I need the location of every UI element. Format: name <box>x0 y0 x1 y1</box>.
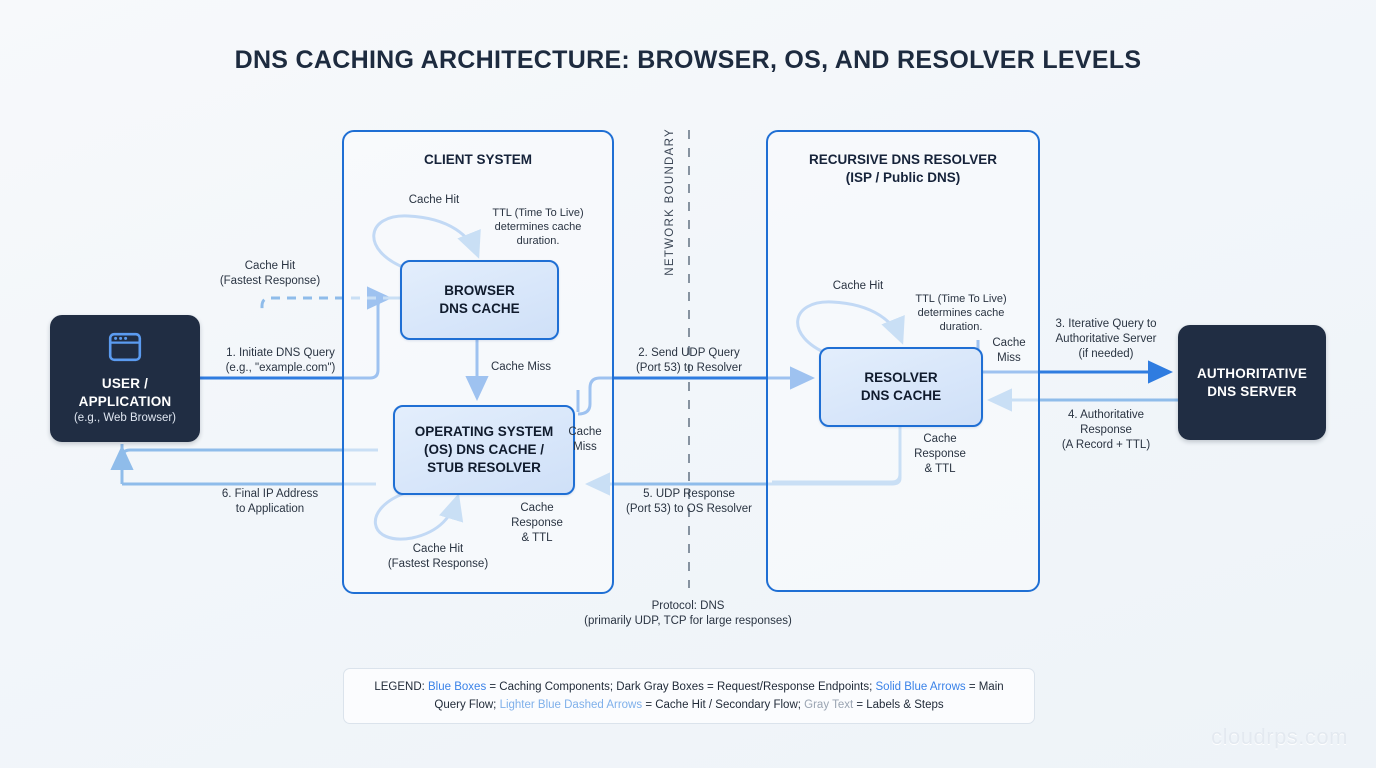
user-box-line2: APPLICATION <box>78 393 172 409</box>
label-step4: 4. Authoritative Response (A Record + TT… <box>1061 409 1151 451</box>
user-box-sub: (e.g., Web Browser) <box>73 411 177 424</box>
label-step5: 5. UDP Response (Port 53) to OS Resolver <box>626 488 752 515</box>
client-system-group: CLIENT SYSTEM <box>342 130 614 594</box>
resolver-dns-cache-node[interactable]: RESOLVER DNS CACHE <box>819 347 983 427</box>
os-dns-cache-node[interactable]: OPERATING SYSTEM (OS) DNS CACHE / STUB R… <box>393 405 575 495</box>
label-resolver-cache-response: Cache Response & TTL <box>914 433 966 475</box>
label-user-cache-hit: Cache Hit (Fastest Response) <box>219 260 321 287</box>
label-resolver-cache-miss: Cache Miss <box>992 337 1026 364</box>
browser-cache-line1: BROWSER <box>444 283 515 298</box>
legend-gray-text: Gray Text <box>804 699 854 711</box>
resolver-group-title-line1: RECURSIVE DNS RESOLVER <box>808 152 998 167</box>
label-os-cache-response: Cache Response & TTL <box>511 502 563 544</box>
authoritative-line1: AUTHORITATIVE <box>1196 365 1308 381</box>
resolver-cache-line2: DNS CACHE <box>860 388 942 403</box>
browser-cache-line2: DNS CACHE <box>439 301 520 316</box>
label-protocol: Protocol: DNS (primarily UDP, TCP for la… <box>584 600 792 627</box>
resolver-cache-line1: RESOLVER <box>864 370 938 385</box>
legend-dashed-arrows: Lighter Blue Dashed Arrows <box>499 699 643 711</box>
os-cache-line3: STUB RESOLVER <box>427 460 541 475</box>
label-browser-cache-miss: Cache Miss <box>490 361 552 373</box>
network-boundary-label: NETWORK BOUNDARY <box>664 128 676 276</box>
label-browser-ttl: TTL (Time To Live) determines cache dura… <box>492 207 584 247</box>
legend-p2-rest: = Main Query Flow; <box>434 681 1004 711</box>
authoritative-dns-server-box[interactable]: AUTHORITATIVE DNS SERVER <box>1178 325 1326 440</box>
legend-p4-rest: = Labels & Steps <box>853 699 944 711</box>
legend-solid-blue-arrows: Solid Blue Arrows <box>875 681 966 693</box>
client-system-title: CLIENT SYSTEM <box>423 152 532 167</box>
arrow-step6-path <box>120 444 378 459</box>
label-resolver-ttl: TTL (Time To Live) determines cache dura… <box>915 293 1007 333</box>
browser-dns-cache-node[interactable]: BROWSER DNS CACHE <box>400 260 559 340</box>
page-title: DNS CACHING ARCHITECTURE: BROWSER, OS, A… <box>234 46 1142 74</box>
browser-window-icon <box>108 332 142 367</box>
resolver-group-title-line2: (ISP / Public DNS) <box>845 170 961 185</box>
label-resolver-cache-hit: Cache Hit <box>832 280 884 292</box>
legend-p1-rest: = Caching Components; Dark Gray Boxes = … <box>486 681 876 693</box>
os-cache-line2: (OS) DNS CACHE / <box>423 442 544 457</box>
label-step2: 2. Send UDP Query (Port 53) to Resolver <box>635 347 743 374</box>
os-cache-line1: OPERATING SYSTEM <box>414 424 554 439</box>
user-application-box[interactable]: USER / APPLICATION (e.g., Web Browser) <box>50 315 200 442</box>
label-os-cache-hit: Cache Hit (Fastest Response) <box>387 543 489 570</box>
label-step6: 6. Final IP Address to Application <box>221 488 319 515</box>
watermark: cloudrps.com <box>1211 724 1348 749</box>
legend-p3-rest: = Cache Hit / Secondary Flow; <box>642 699 805 711</box>
legend-blue-boxes: Blue Boxes <box>428 681 487 693</box>
label-browser-cache-hit: Cache Hit <box>408 194 460 206</box>
user-box-line1: USER / <box>101 375 149 391</box>
label-step3: 3. Iterative Query to Authoritative Serv… <box>1055 318 1157 360</box>
label-os-cache-miss: Cache Miss <box>568 426 602 453</box>
label-step1: 1. Initiate DNS Query (e.g., "example.co… <box>225 347 336 374</box>
legend: LEGEND: Blue Boxes = Caching Components;… <box>343 668 1035 724</box>
authoritative-line2: DNS SERVER <box>1207 383 1297 399</box>
legend-prefix: LEGEND: <box>374 681 429 693</box>
